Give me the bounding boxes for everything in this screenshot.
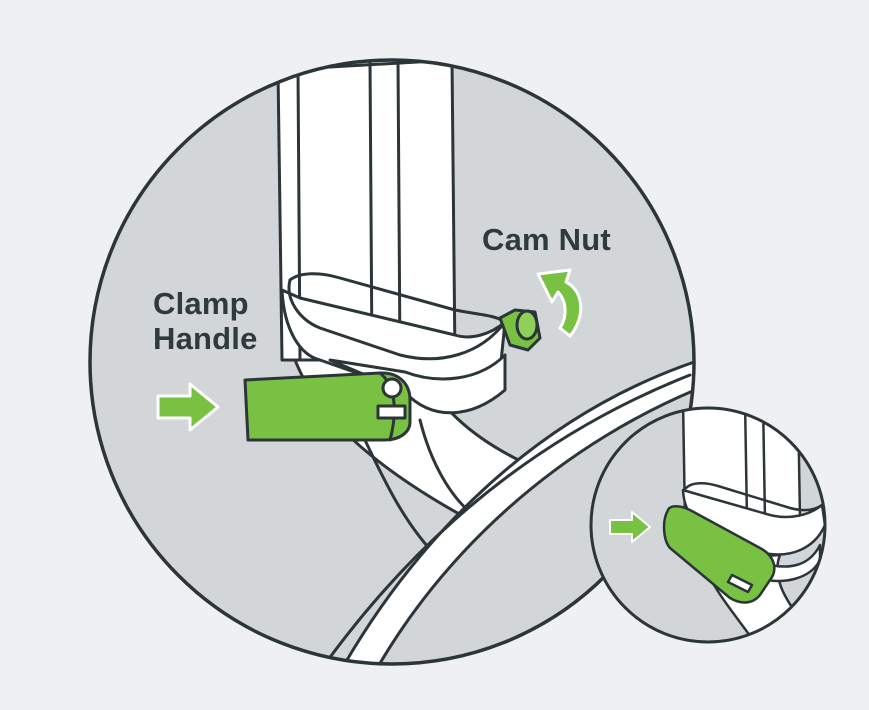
right-arrow-icon xyxy=(609,511,651,543)
clamp-handle-label-line2: Handle xyxy=(153,321,258,356)
curved-arrow-icon xyxy=(536,268,583,338)
right-arrow-icon xyxy=(156,382,220,432)
large-detail-view xyxy=(88,58,696,666)
cam-nut-label: Cam Nut xyxy=(482,222,611,257)
small-detail-view xyxy=(589,406,827,644)
clamp-handle-label-line1: Clamp xyxy=(153,286,249,321)
